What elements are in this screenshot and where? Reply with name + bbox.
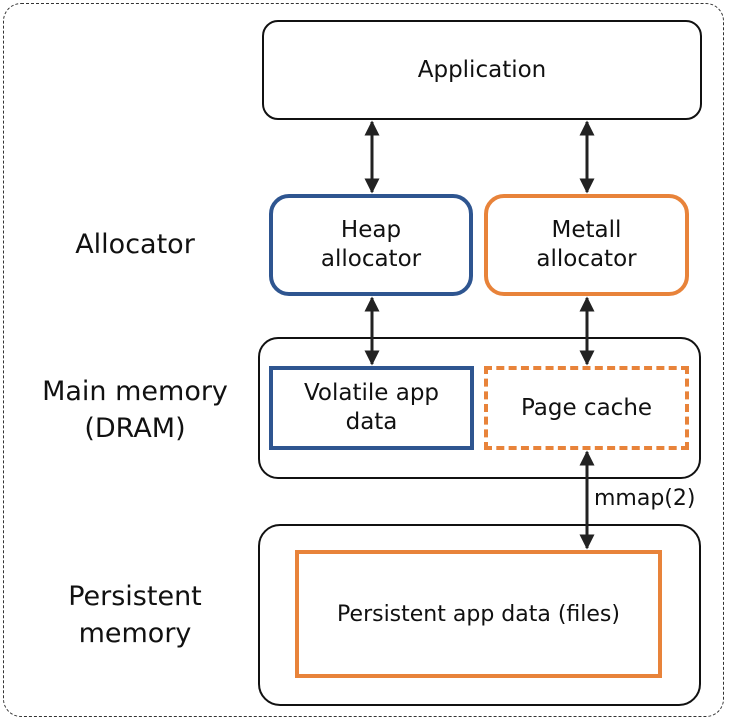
- heap-allocator-label: Heap allocator: [320, 217, 422, 272]
- volatile-app-data-label: Volatile app data: [303, 380, 440, 435]
- metall-allocator-box: Metall allocator: [484, 194, 689, 296]
- volatile-app-data-box: Volatile app data: [269, 366, 474, 450]
- layer-label-main-memory: Main memory (DRAM): [42, 376, 228, 444]
- mmap-edge-label: mmap(2): [594, 486, 696, 511]
- layer-label-persistent-memory: Persistent memory: [68, 581, 202, 649]
- application-label: Application: [417, 57, 547, 83]
- metall-allocator-label: Metall allocator: [536, 217, 637, 272]
- layer-label-allocator: Allocator: [75, 229, 195, 260]
- persistent-app-data-box: Persistent app data (files): [295, 550, 662, 678]
- heap-allocator-box: Heap allocator: [269, 194, 473, 296]
- persistent-app-data-label: Persistent app data (files): [337, 601, 620, 627]
- diagram-frame: [3, 3, 724, 717]
- page-cache-box: Page cache: [484, 366, 689, 450]
- application-box: Application: [262, 20, 702, 120]
- page-cache-label: Page cache: [520, 395, 653, 421]
